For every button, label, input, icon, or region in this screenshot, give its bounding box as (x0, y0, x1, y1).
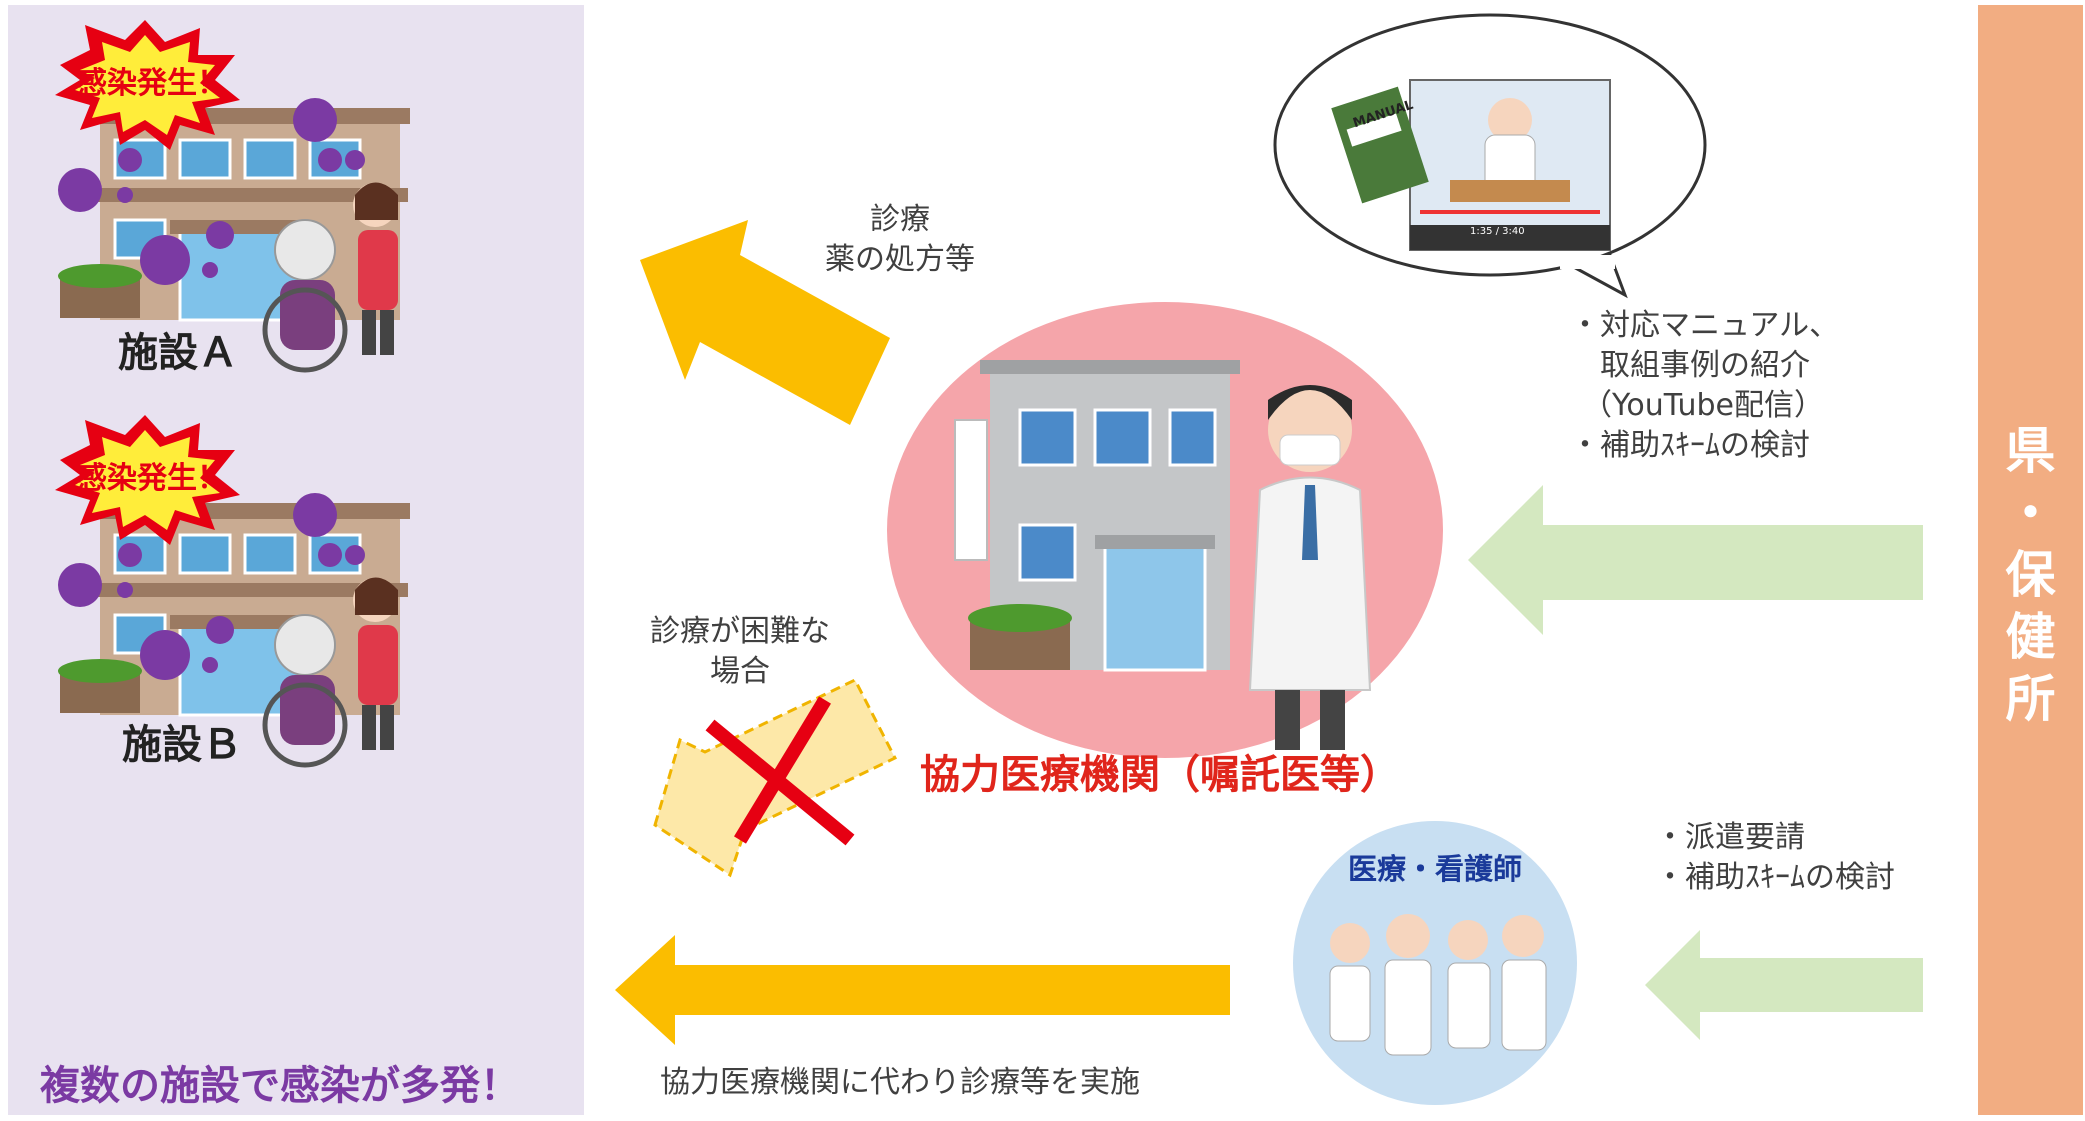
difficult-case-line: 診療が困難な (650, 614, 830, 649)
prefecture-health-center-bar (1978, 5, 2083, 1115)
difficult-case-text: 診療が困難な 場合 (620, 612, 860, 692)
medical-team-label: 医療・看護師 (1348, 852, 1523, 886)
support-note-line: （YouTube配信） (1582, 388, 1824, 423)
prefecture-label-char: 健 (2005, 608, 2056, 666)
consultation-text: 診療 薬の処方等 (800, 200, 1000, 280)
prefecture-label-char: 保 (2005, 546, 2056, 604)
facility-b-illustration (55, 415, 410, 768)
medical-team-illustration (1293, 821, 1577, 1105)
support-arrow-bottom (1645, 930, 1923, 1040)
consultation-line: 診療 (870, 202, 930, 237)
prefecture-label-char: ・ (2005, 484, 2056, 542)
facility-b-outbreak-label: 感染発生！ (77, 461, 227, 496)
cooperating-hospital-illustration (887, 302, 1443, 758)
support-note-line: ・補助ｽｷｰﾑの検討 (1655, 860, 1895, 895)
support-note-line: 取組事例の紹介 (1600, 348, 1810, 383)
support-note-line: ・補助ｽｷｰﾑの検討 (1570, 428, 1810, 463)
support-notes-bottom: ・派遣要請 ・補助ｽｷｰﾑの検討 (1655, 818, 1895, 898)
facility-a-outbreak-label: 感染発生！ (77, 66, 227, 101)
consultation-line: 薬の処方等 (825, 242, 975, 277)
facility-a-illustration (55, 20, 410, 373)
video-timestamp: 1:35 / 3:40 (1470, 226, 1525, 237)
dispatch-care-arrow (615, 935, 1230, 1045)
prefecture-label-char: 所 (2005, 670, 2056, 728)
difficult-arrow-crossed (653, 678, 898, 878)
facility-a-label: 施設Ａ (118, 330, 238, 376)
difficult-case-line: 場合 (710, 654, 770, 689)
prefecture-label-char: 県 (2005, 422, 2056, 480)
cooperating-hospital-label: 協力医療機関（嘱託医等） (920, 752, 1400, 798)
dispatch-care-text: 協力医療機関に代わり診療等を実施 (660, 1065, 1140, 1100)
support-note-line: ・対応マニュアル、 (1570, 308, 1840, 343)
support-note-line: ・派遣要請 (1655, 820, 1805, 855)
facility-b-label: 施設Ｂ (122, 722, 242, 768)
support-arrow-top (1468, 485, 1923, 635)
consultation-arrow (640, 220, 890, 425)
multiple-outbreaks-summary: 複数の施設で感染が多発！ (40, 1063, 520, 1109)
support-notes-top: ・対応マニュアル、 取組事例の紹介 （YouTube配信） ・補助ｽｷｰﾑの検討 (1570, 306, 1839, 466)
video-speech-bubble (1273, 13, 1707, 299)
prefecture-label: 県 ・ 保 健 所 (1978, 420, 2083, 730)
